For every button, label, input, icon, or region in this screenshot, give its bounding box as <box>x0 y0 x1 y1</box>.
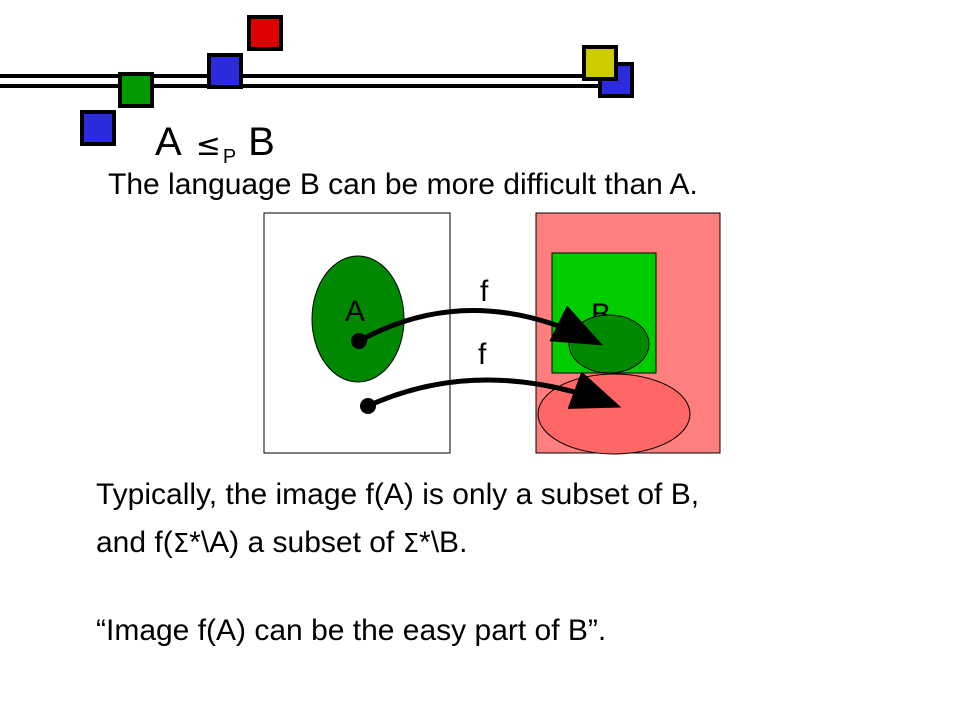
body-line-1: Typically, the image f(A) is only a subs… <box>96 478 700 511</box>
title-operator: ≤ <box>195 128 221 163</box>
deco-square-red <box>247 15 283 51</box>
body-quote: “Image f(A) can be the easy part of B”. <box>96 614 607 647</box>
sigma-symbol-2: Σ <box>402 529 420 559</box>
title-right: B <box>248 120 275 164</box>
arrow-bottom-label: f <box>478 338 487 371</box>
title-left: A <box>155 120 182 164</box>
image-of-complement-ellipse <box>537 373 691 455</box>
header-line-bottom <box>0 84 600 88</box>
deco-square-blue-2 <box>207 53 243 89</box>
header-line-top <box>0 74 600 78</box>
body-line-2-part-c: *\B. <box>419 526 468 559</box>
sigma-symbol-1: Σ <box>172 529 190 559</box>
body-line-2-part-a: and f( <box>96 526 173 559</box>
set-a-label: A <box>345 295 365 328</box>
body-line-2-part-b: *\A) a subset of <box>189 526 403 559</box>
deco-square-green <box>118 72 154 108</box>
arrow-top <box>357 305 603 346</box>
subtitle: The language B can be more difficult tha… <box>108 168 698 201</box>
image-of-a-ellipse <box>568 314 650 374</box>
deco-square-yellow <box>582 45 618 81</box>
body-line-2: and f(Σ*\A) a subset of Σ*\B. <box>96 526 467 560</box>
arrow-top-label: f <box>480 275 489 308</box>
deco-square-blue-1 <box>80 110 116 146</box>
title-subscript: P <box>222 146 237 168</box>
arrow-bottom <box>366 371 622 409</box>
